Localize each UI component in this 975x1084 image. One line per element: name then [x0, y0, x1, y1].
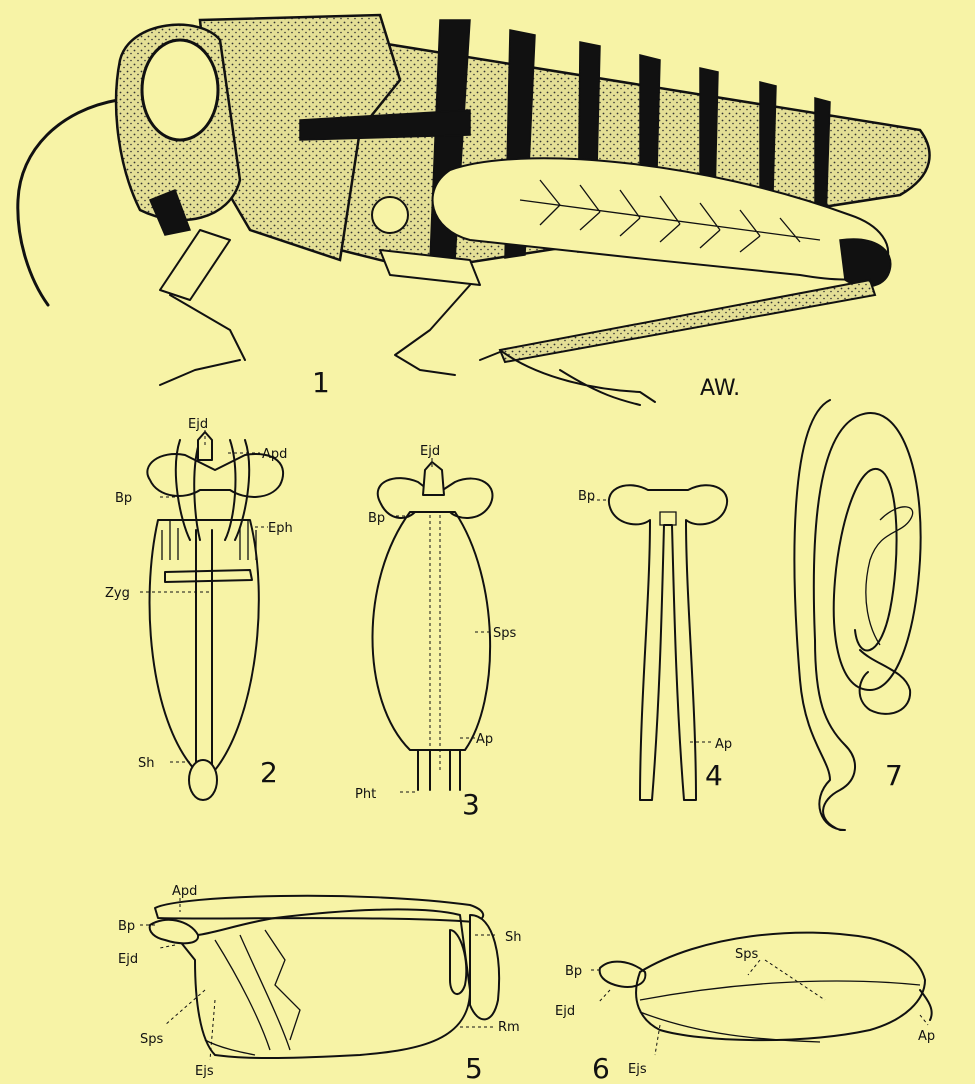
- hind-tibia: [500, 280, 875, 362]
- compound-eye: [142, 40, 218, 140]
- fig2-label-zyg: Zyg: [105, 586, 130, 601]
- fig2-label-apd: Apd: [262, 447, 287, 462]
- figure-4-number: 4: [705, 759, 723, 792]
- antenna: [18, 100, 118, 305]
- fore-leg: [160, 230, 230, 300]
- artist-signature: AW.: [700, 376, 740, 401]
- fig5-label-rm: Rm: [498, 1020, 520, 1035]
- fig6-label-sps: Sps: [735, 947, 759, 962]
- fig3-label-bp: Bp: [368, 511, 385, 526]
- figure-3-number: 3: [462, 788, 480, 821]
- figure-6-lateral-view: [590, 933, 932, 1055]
- fig2-label-bp: Bp: [115, 491, 132, 506]
- figure-6-number: 6: [592, 1052, 610, 1084]
- figure-2-phallic-complex-dorsal: [140, 430, 283, 800]
- fig5-label-ejs: Ejs: [195, 1064, 214, 1079]
- fig2-label-ejd: Ejd: [188, 417, 208, 432]
- fig5-label-sps: Sps: [140, 1032, 164, 1047]
- figure-3-phallic-complex-ventral: [373, 458, 493, 792]
- fig2-label-sh: Sh: [138, 756, 155, 771]
- fig5-label-sh: Sh: [505, 930, 522, 945]
- fig3-label-pht: Pht: [355, 787, 376, 802]
- fig3-label-ejd: Ejd: [420, 444, 440, 459]
- figure-5-phallic-complex-lateral: [140, 896, 499, 1060]
- fig4-label-bp: Bp: [578, 489, 595, 504]
- figure-4-basal-plate: [590, 485, 727, 800]
- figure-4-labels: Bp Ap: [578, 489, 732, 752]
- figure-1-grasshopper: [18, 15, 930, 405]
- fig5-label-apd: Apd: [172, 884, 197, 899]
- fig6-label-ap: Ap: [918, 1029, 935, 1044]
- fig2-label-eph: Eph: [268, 521, 293, 536]
- fig3-label-ap: Ap: [476, 732, 493, 747]
- fig6-label-ejd: Ejd: [555, 1004, 575, 1019]
- fig5-label-ejd: Ejd: [118, 952, 138, 967]
- figure-2-number: 2: [260, 756, 278, 789]
- fig5-label-bp: Bp: [118, 919, 135, 934]
- fig6-label-bp: Bp: [565, 964, 582, 979]
- figure-1-number: 1: [312, 366, 330, 399]
- fig6-label-ejs: Ejs: [628, 1062, 647, 1077]
- fig4-label-ap: Ap: [715, 737, 732, 752]
- figure-5-number: 5: [465, 1052, 483, 1084]
- fig3-label-sps: Sps: [493, 626, 517, 641]
- figure-7-number: 7: [885, 759, 903, 792]
